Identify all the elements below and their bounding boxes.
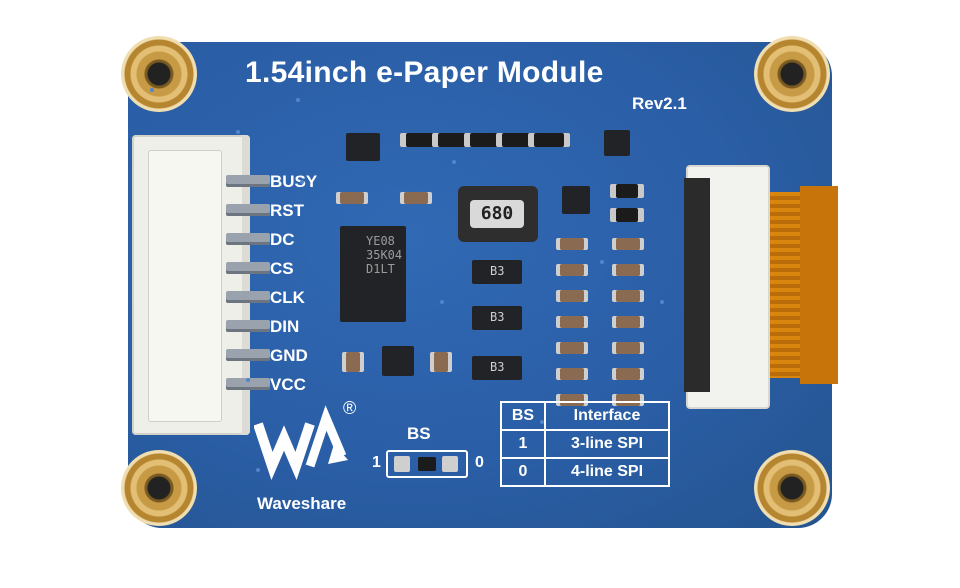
capacitor	[616, 238, 640, 250]
inductor: 680	[458, 186, 538, 242]
diode-2-mark: B3	[490, 310, 505, 324]
via-dot	[296, 98, 300, 102]
capacitor	[560, 368, 584, 380]
resistor-r4	[502, 133, 532, 147]
capacitor-c1	[340, 192, 364, 204]
table-cell-bs: 1	[500, 429, 546, 459]
bs-interface-table: BS Interface 1 3-line SPI 0 4-line SPI	[500, 401, 670, 487]
resistor-r5	[534, 133, 564, 147]
mounting-hole-bottom-right	[754, 450, 830, 526]
mounting-hole-top-right	[754, 36, 830, 112]
pin-label-clk: CLK	[270, 288, 305, 307]
table-cell-bs: 0	[500, 457, 546, 487]
resistor-r3	[470, 133, 500, 147]
table-header-row: BS Interface	[500, 401, 670, 431]
registered-mark: ®	[343, 398, 357, 418]
driver-ic-mark-2: 35K04	[366, 248, 403, 262]
table-row: 0 4-line SPI	[500, 457, 670, 487]
pin-label-cs: CS	[270, 259, 294, 278]
pin-3	[226, 233, 270, 245]
pin-label-vcc: VCC	[270, 375, 306, 394]
jumper-resistor	[418, 457, 436, 471]
connector-housing	[148, 150, 222, 422]
pin-label-busy: BUSY	[270, 172, 318, 191]
capacitor-c2	[404, 192, 428, 204]
jumper-label-1: 1	[372, 454, 381, 471]
table-cell-interface: 3-line SPI	[544, 429, 670, 459]
waveshare-logo-icon	[254, 405, 348, 480]
via-dot	[600, 260, 604, 264]
table-row: 1 3-line SPI	[500, 429, 670, 459]
resistor-r1	[406, 133, 436, 147]
pin-2	[226, 204, 270, 216]
pin-5	[226, 291, 270, 303]
brand-name: Waveshare	[257, 494, 347, 513]
capacitor	[616, 264, 640, 276]
pin-6	[226, 320, 270, 332]
capacitor-c3	[346, 352, 360, 372]
pin-4	[226, 262, 270, 274]
capacitor	[616, 316, 640, 328]
capacitor	[616, 368, 640, 380]
pin-8	[226, 378, 270, 390]
transistor-top-right	[604, 130, 630, 156]
capacitor	[560, 342, 584, 354]
via-dot	[300, 180, 304, 184]
pin-7	[226, 349, 270, 361]
transistor-top-left	[346, 133, 380, 161]
capacitor-c4	[434, 352, 448, 372]
inductor-mark: 680	[470, 200, 524, 228]
capacitor	[616, 342, 640, 354]
jumper-pad-left	[394, 456, 410, 472]
via-dot	[246, 378, 250, 382]
capacitor	[616, 290, 640, 302]
table-header-bs: BS	[500, 401, 546, 431]
mounting-hole-top-left	[121, 36, 197, 112]
via-dot	[660, 300, 664, 304]
table-cell-interface: 4-line SPI	[544, 457, 670, 487]
diode-3-mark: B3	[490, 360, 505, 374]
resistor-r6	[616, 184, 638, 198]
diode-1: B3	[472, 260, 522, 284]
pin-label-din: DIN	[270, 317, 300, 336]
capacitor	[560, 290, 584, 302]
driver-ic: YE08 35K04 D1LT	[340, 226, 406, 322]
via-dot	[452, 160, 456, 164]
via-dot	[256, 468, 260, 472]
ffc-connector-latch	[684, 178, 710, 392]
resistor-r2	[438, 133, 468, 147]
diode-3: B3	[472, 356, 522, 380]
via-dot	[150, 88, 154, 92]
transistor-mid	[562, 186, 590, 214]
via-dot	[236, 130, 240, 134]
diode-2: B3	[472, 306, 522, 330]
jumper-pad-right	[442, 456, 458, 472]
pin-label-rst: RST	[270, 201, 304, 220]
bs-jumper	[386, 450, 468, 478]
bs-label: BS	[407, 424, 431, 443]
board-title: 1.54inch e-Paper Module	[245, 56, 604, 89]
driver-ic-mark-3: D1LT	[366, 262, 395, 276]
resistor-r7	[616, 208, 638, 222]
via-dot	[440, 300, 444, 304]
diode-1-mark: B3	[490, 264, 505, 278]
capacitor	[560, 238, 584, 250]
capacitor	[560, 316, 584, 328]
driver-ic-mark-1: YE08	[366, 234, 395, 248]
ffc-cable-tab	[800, 186, 838, 384]
pin-label-gnd: GND	[270, 346, 308, 365]
pin-1	[226, 175, 270, 187]
via-dot	[540, 420, 544, 424]
capacitor	[560, 264, 584, 276]
jumper-label-0: 0	[475, 454, 484, 471]
table-header-interface: Interface	[544, 401, 670, 431]
mounting-hole-bottom-left	[121, 450, 197, 526]
board-revision: Rev2.1	[632, 94, 687, 113]
pin-label-dc: DC	[270, 230, 295, 249]
transistor-bottom	[382, 346, 414, 376]
